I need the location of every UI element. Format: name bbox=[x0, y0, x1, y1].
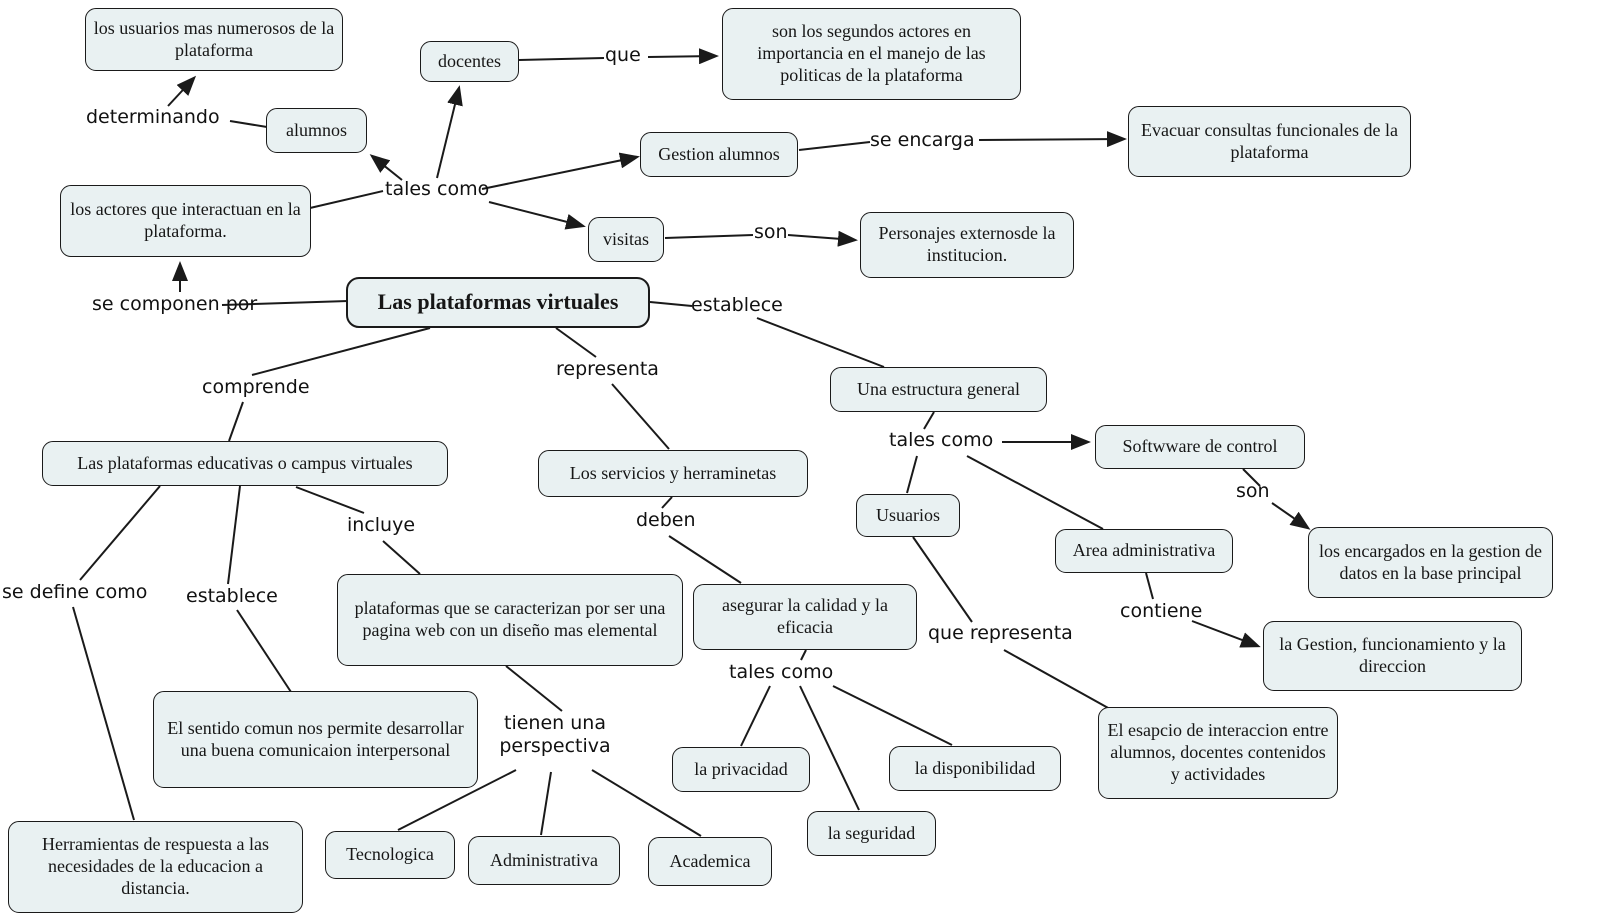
link-label-se-define-como[interactable]: se define como bbox=[2, 581, 148, 603]
node-personajes-externos[interactable]: Personajes externosde la institucion. bbox=[860, 212, 1074, 278]
link-label-son-right[interactable]: son bbox=[1236, 480, 1270, 502]
link-label-tienen-perspectiva[interactable]: tienen una perspectiva bbox=[499, 712, 611, 757]
node-alumnos[interactable]: alumnos bbox=[266, 108, 367, 153]
node-plataformas-educativas[interactable]: Las plataformas educativas o campus virt… bbox=[42, 441, 448, 486]
node-servicios-herramientas[interactable]: Los servicios y herraminetas bbox=[538, 450, 808, 497]
node-estructura-general[interactable]: Una estructura general bbox=[830, 367, 1047, 412]
node-usuarios-numerosos[interactable]: los usuarios mas numerosos de la platafo… bbox=[85, 8, 343, 71]
node-asegurar-calidad[interactable]: asegurar la calidad y la eficacia bbox=[693, 584, 917, 650]
link-label-contiene[interactable]: contiene bbox=[1120, 600, 1203, 622]
link-label-representa[interactable]: representa bbox=[556, 358, 659, 380]
node-usuarios[interactable]: Usuarios bbox=[856, 494, 960, 537]
link-label-deben[interactable]: deben bbox=[636, 509, 696, 531]
link-label-incluye[interactable]: incluye bbox=[347, 514, 416, 536]
node-gestion-funcionamiento[interactable]: la Gestion, funcionamiento y la direccio… bbox=[1263, 621, 1522, 691]
node-gestion-alumnos[interactable]: Gestion alumnos bbox=[640, 132, 798, 177]
node-disponibilidad[interactable]: la disponibilidad bbox=[889, 746, 1061, 791]
link-label-establece-left[interactable]: establece bbox=[186, 585, 278, 607]
node-area-administrativa[interactable]: Area administrativa bbox=[1055, 529, 1233, 573]
node-academica[interactable]: Academica bbox=[648, 837, 772, 886]
link-label-son-visitas[interactable]: son bbox=[754, 221, 788, 243]
node-herramientas-respuesta[interactable]: Herramientas de respuesta a las necesida… bbox=[8, 821, 303, 913]
node-administrativa[interactable]: Administrativa bbox=[468, 836, 620, 885]
node-sentido-comun[interactable]: El sentido comun nos permite desarrollar… bbox=[153, 691, 478, 788]
link-label-establece-top[interactable]: establece bbox=[691, 294, 783, 316]
link-label-comprende[interactable]: comprende bbox=[202, 376, 310, 398]
link-label-tales-como-top[interactable]: tales como bbox=[385, 178, 490, 200]
node-docentes[interactable]: docentes bbox=[420, 41, 519, 82]
link-label-se-encarga[interactable]: se encarga bbox=[870, 129, 975, 151]
node-encargados-gestion[interactable]: los encargados en la gestion de datos en… bbox=[1308, 527, 1553, 598]
node-plataformas-caracterizan[interactable]: plataformas que se caracterizan por ser … bbox=[337, 574, 683, 666]
node-software-control[interactable]: Softwware de control bbox=[1095, 425, 1305, 469]
node-tecnologica[interactable]: Tecnologica bbox=[325, 831, 455, 879]
link-label-determinando[interactable]: determinando bbox=[86, 106, 220, 128]
node-actores-interactuan[interactable]: los actores que interactuan en la plataf… bbox=[60, 185, 311, 257]
node-espacio-interaccion[interactable]: El esapcio de interaccion entre alumnos,… bbox=[1098, 707, 1338, 799]
node-evacuar-consultas[interactable]: Evacuar consultas funcionales de la plat… bbox=[1128, 106, 1411, 177]
node-plataformas-virtuales[interactable]: Las plataformas virtuales bbox=[346, 277, 650, 328]
node-privacidad[interactable]: la privacidad bbox=[672, 747, 810, 792]
link-label-tales-como-bottom[interactable]: tales como bbox=[729, 661, 834, 683]
link-label-que-representa[interactable]: que representa bbox=[928, 622, 1073, 644]
node-segundos-actores[interactable]: son los segundos actores en importancia … bbox=[722, 8, 1021, 100]
link-label-tales-como-right[interactable]: tales como bbox=[889, 429, 994, 451]
link-label-se-componen-por[interactable]: se componen por bbox=[92, 293, 258, 315]
node-visitas[interactable]: visitas bbox=[588, 217, 664, 262]
node-seguridad[interactable]: la seguridad bbox=[807, 811, 936, 856]
link-label-que[interactable]: que bbox=[605, 44, 641, 66]
